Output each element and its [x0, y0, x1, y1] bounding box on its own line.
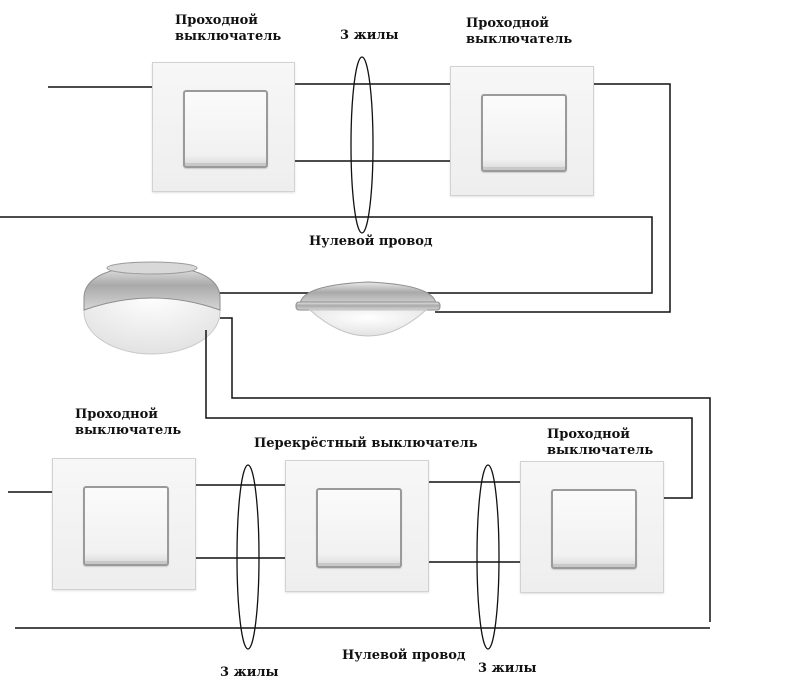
label-three-wires-bottom-left: 3 жилы: [220, 665, 279, 680]
switch-to-lamp-right: [435, 83, 671, 313]
pass-switch-top-right[interactable]: [450, 66, 594, 196]
switch-key[interactable]: [182, 89, 269, 169]
label-pass-switch-top-right: Проходной выключатель: [466, 16, 573, 47]
neutral-wire-top: [0, 216, 653, 294]
switch-key[interactable]: [315, 488, 403, 568]
ceiling-lamp-left: [83, 261, 221, 355]
label-three-wires-top: 3 жилы: [340, 28, 399, 43]
bottom-wires: [8, 317, 711, 629]
label-pass-switch-top-left: Проходной выключатель: [175, 13, 282, 44]
label-pass-switch-bottom-right: Проходной выключатель: [547, 427, 654, 458]
cable-bundle-bottom-left: [236, 464, 260, 650]
label-neutral-bottom: Нулевой провод: [342, 648, 466, 663]
cross-switch[interactable]: [285, 460, 429, 592]
label-neutral-top: Нулевой провод: [309, 234, 433, 249]
switch-key[interactable]: [550, 489, 638, 569]
switch-key[interactable]: [480, 93, 568, 173]
pass-switch-bottom-left[interactable]: [52, 458, 196, 590]
top-wires: [0, 83, 671, 313]
lamp-left-to-switch: [220, 317, 711, 622]
ceiling-lamp-right: [295, 281, 441, 337]
label-cross-switch: Перекрёстный выключатель: [254, 436, 478, 451]
lamp-left-return: [205, 330, 693, 499]
label-three-wires-bottom-right: 3 жилы: [478, 661, 537, 676]
label-pass-switch-bottom-left: Проходной выключатель: [75, 407, 182, 438]
pass-switch-top-left[interactable]: [152, 62, 295, 192]
cable-bundle-bottom-right: [476, 464, 500, 650]
pass-switch-bottom-right[interactable]: [520, 461, 664, 593]
switch-key[interactable]: [82, 486, 170, 566]
cable-bundle-top: [350, 56, 374, 234]
